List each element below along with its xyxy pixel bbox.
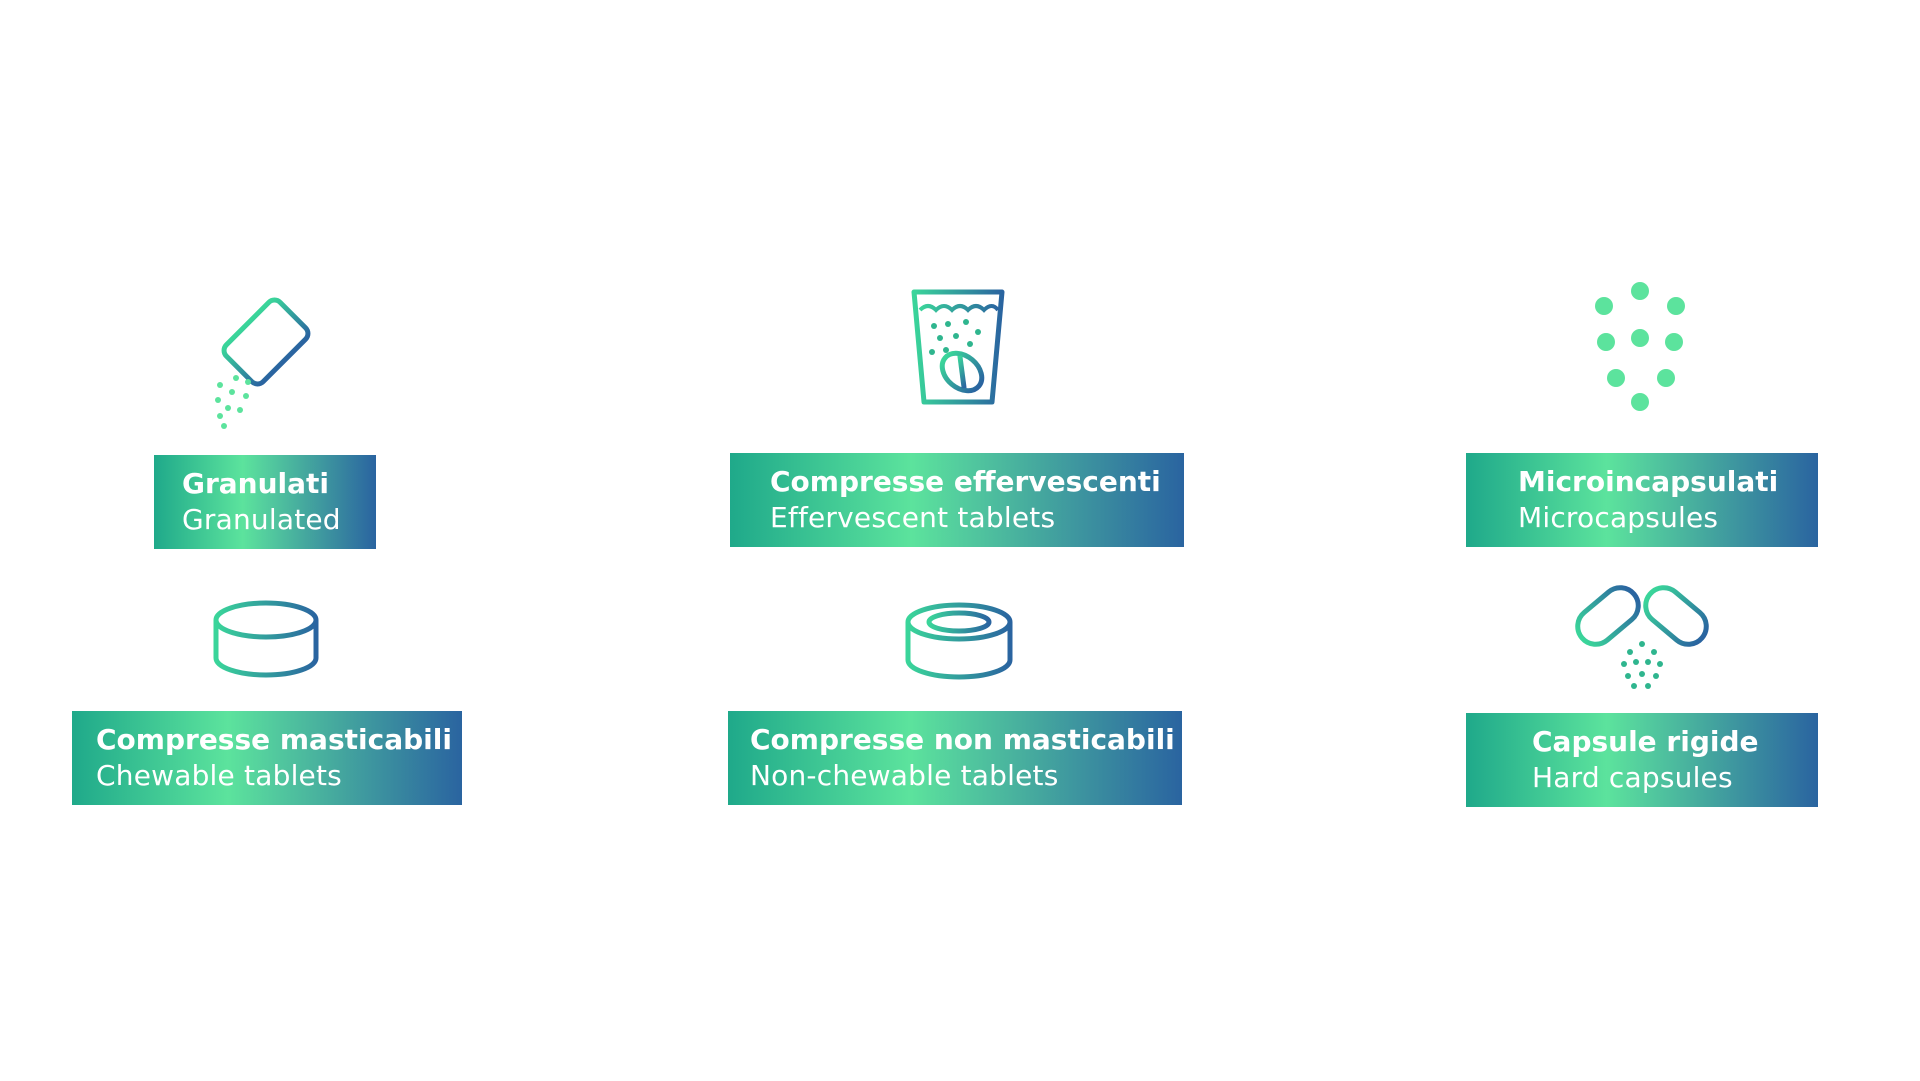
non-chewable-tablet-icon bbox=[904, 602, 1014, 686]
label-compresse-masticabili: Compresse masticabili Chewable tablets bbox=[72, 711, 462, 805]
label-compresse-non-masticabili: Compresse non masticabili Non-chewable t… bbox=[728, 711, 1182, 805]
label-subtitle-en: Granulated bbox=[182, 503, 341, 536]
label-subtitle-en: Chewable tablets bbox=[96, 759, 342, 792]
hard-capsule-icon bbox=[1572, 585, 1712, 692]
effervescent-glass-icon bbox=[910, 288, 1006, 408]
label-compresse-effervescenti: Compresse effervescenti Effervescent tab… bbox=[730, 453, 1184, 547]
label-title-it: Capsule rigide bbox=[1532, 725, 1759, 758]
label-title-it: Compresse masticabili bbox=[96, 723, 452, 756]
chewable-tablet-icon bbox=[212, 600, 320, 682]
label-title-it: Microincapsulati bbox=[1518, 465, 1779, 498]
label-microincapsulati: Microincapsulati Microcapsules bbox=[1466, 453, 1818, 547]
label-title-it: Compresse effervescenti bbox=[770, 465, 1161, 498]
shaker-granules-icon bbox=[208, 290, 318, 430]
label-title-it: Granulati bbox=[182, 467, 330, 500]
label-subtitle-en: Effervescent tablets bbox=[770, 501, 1056, 534]
microcapsules-dots-icon bbox=[1590, 280, 1690, 414]
label-granulati: Granulati Granulated bbox=[154, 455, 376, 549]
label-title-it: Compresse non masticabili bbox=[750, 723, 1175, 756]
label-capsule-rigide: Capsule rigide Hard capsules bbox=[1466, 713, 1818, 807]
label-subtitle-en: Hard capsules bbox=[1532, 761, 1733, 794]
label-subtitle-en: Microcapsules bbox=[1518, 501, 1719, 534]
label-subtitle-en: Non-chewable tablets bbox=[750, 759, 1059, 792]
